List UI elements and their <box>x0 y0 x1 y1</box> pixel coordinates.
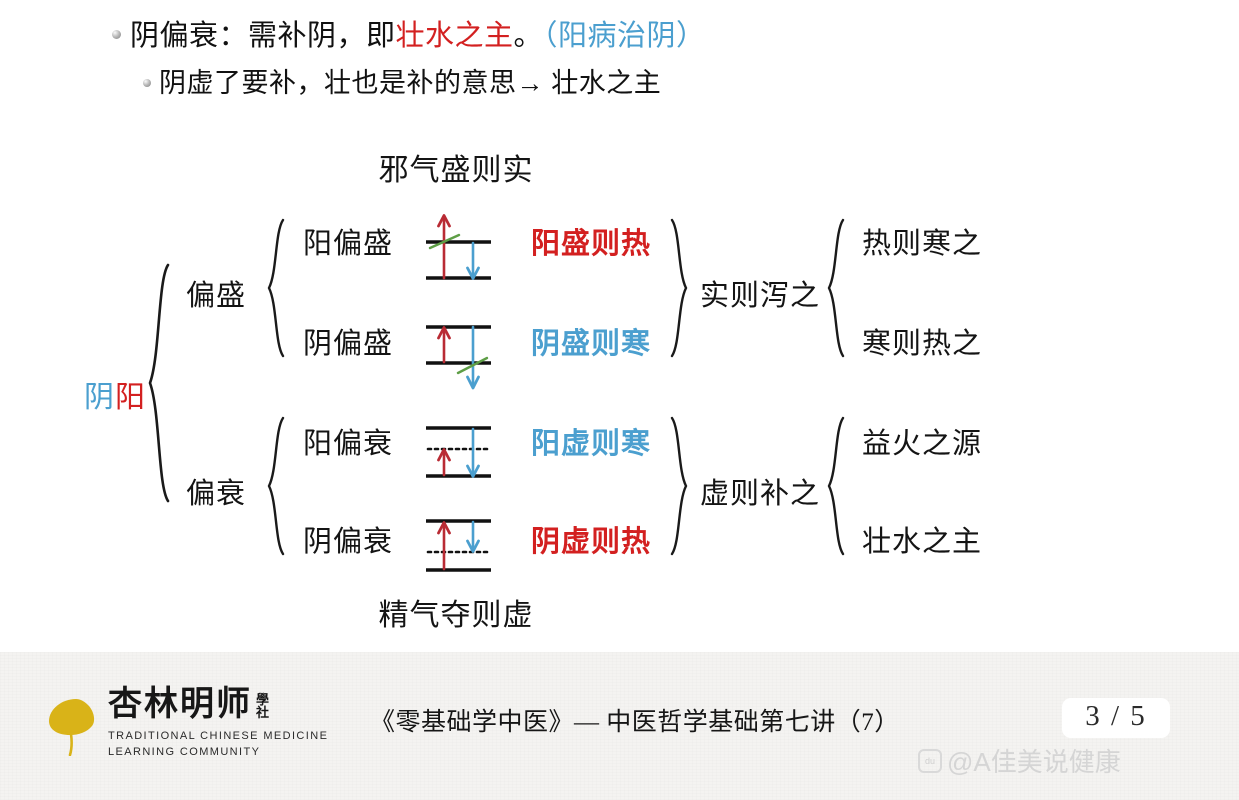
level-diagram-0 <box>426 214 491 280</box>
treatment-label-2: 益火之源 <box>862 428 983 460</box>
page-indicator-background <box>1062 698 1170 738</box>
arrow-down-blue <box>466 325 480 390</box>
result-label-0: 阳盛则热 <box>531 228 652 260</box>
bullet-item-2: 阴虚了要补，壮也是补的意思→ 壮水之主 <box>0 54 1239 101</box>
level-diagram-2 <box>426 426 491 478</box>
bullet-seg-blue: （阳病治阴） <box>543 20 706 52</box>
level-diagram-1 <box>426 325 491 390</box>
brace-group-1 <box>267 416 285 556</box>
brace-out-0 <box>827 218 845 358</box>
break-slash-green <box>456 356 489 375</box>
ginkgo-leaf-icon <box>49 699 95 756</box>
brace-root <box>148 263 170 503</box>
brace-out-1 <box>827 416 845 556</box>
page-indicator: 3 / 5 <box>1085 700 1147 732</box>
result-label-2: 阳虚则寒 <box>531 428 652 460</box>
group-summary-1: 虚则补之 <box>700 478 821 510</box>
bullet-dot-icon <box>112 30 121 39</box>
group-label-1: 偏衰 <box>186 478 247 510</box>
bullet-seg: 阴偏衰：需补阴，即 <box>130 20 396 52</box>
result-label-1: 阴盛则寒 <box>531 328 652 360</box>
level-diagram-3 <box>426 519 491 572</box>
brand-tagline-line2: LEARNING COMMUNITY <box>108 745 261 758</box>
cause-label-3: 阴偏衰 <box>303 526 394 558</box>
diagram-heading-top: 邪气盛则实 <box>378 154 534 187</box>
result-label-3: 阴虚则热 <box>531 526 652 558</box>
cause-label-0: 阳偏盛 <box>303 228 394 260</box>
arrow-down-blue <box>466 241 480 280</box>
arrow-up-red <box>437 521 451 571</box>
group-label-0: 偏盛 <box>186 280 247 312</box>
arrow-up-red <box>437 214 451 280</box>
brace-summary-1 <box>670 416 688 556</box>
brand-logo: 杏林明师 學 社 TRADITIONAL CHINESE MEDICINE LE… <box>46 688 328 761</box>
footer-bar <box>0 652 1239 800</box>
brand-name-suffix: 學 社 <box>256 693 269 720</box>
yin-yang-diagram: 邪气盛则实 精气夺则虚 阴阳 偏盛 偏衰 阳偏盛 阴偏盛 阳偏衰 阴偏衰 阳盛则… <box>84 154 983 632</box>
brand-suffix-bottom: 社 <box>256 705 270 721</box>
bullet-list: 阴偏衰：需补阴，即壮水之主。（阳病治阴） 阴虚了要补，壮也是补的意思→ 壮水之主 <box>0 0 1239 101</box>
brace-summary-0 <box>670 218 688 358</box>
arrow-down-blue <box>466 427 480 478</box>
cause-label-1: 阴偏盛 <box>303 328 394 360</box>
treatment-label-3: 壮水之主 <box>862 526 983 558</box>
watermark-text: @A佳美说健康 <box>947 747 1121 777</box>
brand-tagline-line1: TRADITIONAL CHINESE MEDICINE <box>108 730 329 742</box>
footer-course-title: 《零基础学中医》— 中医哲学基础第七讲（7） <box>370 709 900 736</box>
group-summary-0: 实则泻之 <box>700 280 821 312</box>
watermark: du @A佳美说健康 <box>918 742 1121 779</box>
diagram-heading-bottom: 精气夺则虚 <box>378 599 534 632</box>
diagram-root-label: 阴阳 <box>84 372 146 416</box>
brand-logo-text: 杏林明师 學 社 TRADITIONAL CHINESE MEDICINE LE… <box>108 688 328 761</box>
treatment-label-0: 热则寒之 <box>862 228 983 260</box>
arrow-up-red <box>437 448 451 477</box>
bullet-item-1: 阴偏衰：需补阴，即壮水之主。（阳病治阴） <box>0 0 1239 54</box>
arrow-down-blue <box>466 520 480 553</box>
bullet-seg: 。 <box>513 20 544 52</box>
brand-suffix-top: 學 <box>256 691 270 707</box>
bullet-text-2: 阴虚了要补，壮也是补的意思→ 壮水之主 <box>159 68 662 99</box>
cause-label-2: 阳偏衰 <box>303 428 394 460</box>
treatment-label-1: 寒则热之 <box>862 328 983 360</box>
root-yang: 阳 <box>115 381 146 414</box>
bullet-seg-red: 壮水之主 <box>395 20 514 52</box>
bullet-text-1: 阴偏衰：需补阴，即壮水之主。（阳病治阴） <box>130 18 706 54</box>
brand-tagline: TRADITIONAL CHINESE MEDICINE LEARNING CO… <box>108 729 328 761</box>
bullet-dot-icon <box>143 79 151 88</box>
root-yin: 阴 <box>84 381 115 414</box>
brand-name-cn: 杏林明师 <box>108 686 252 723</box>
break-slash-green <box>428 233 461 250</box>
baidu-badge-icon: du <box>918 748 942 773</box>
brace-group-0 <box>267 218 285 358</box>
arrow-up-red <box>437 326 451 364</box>
